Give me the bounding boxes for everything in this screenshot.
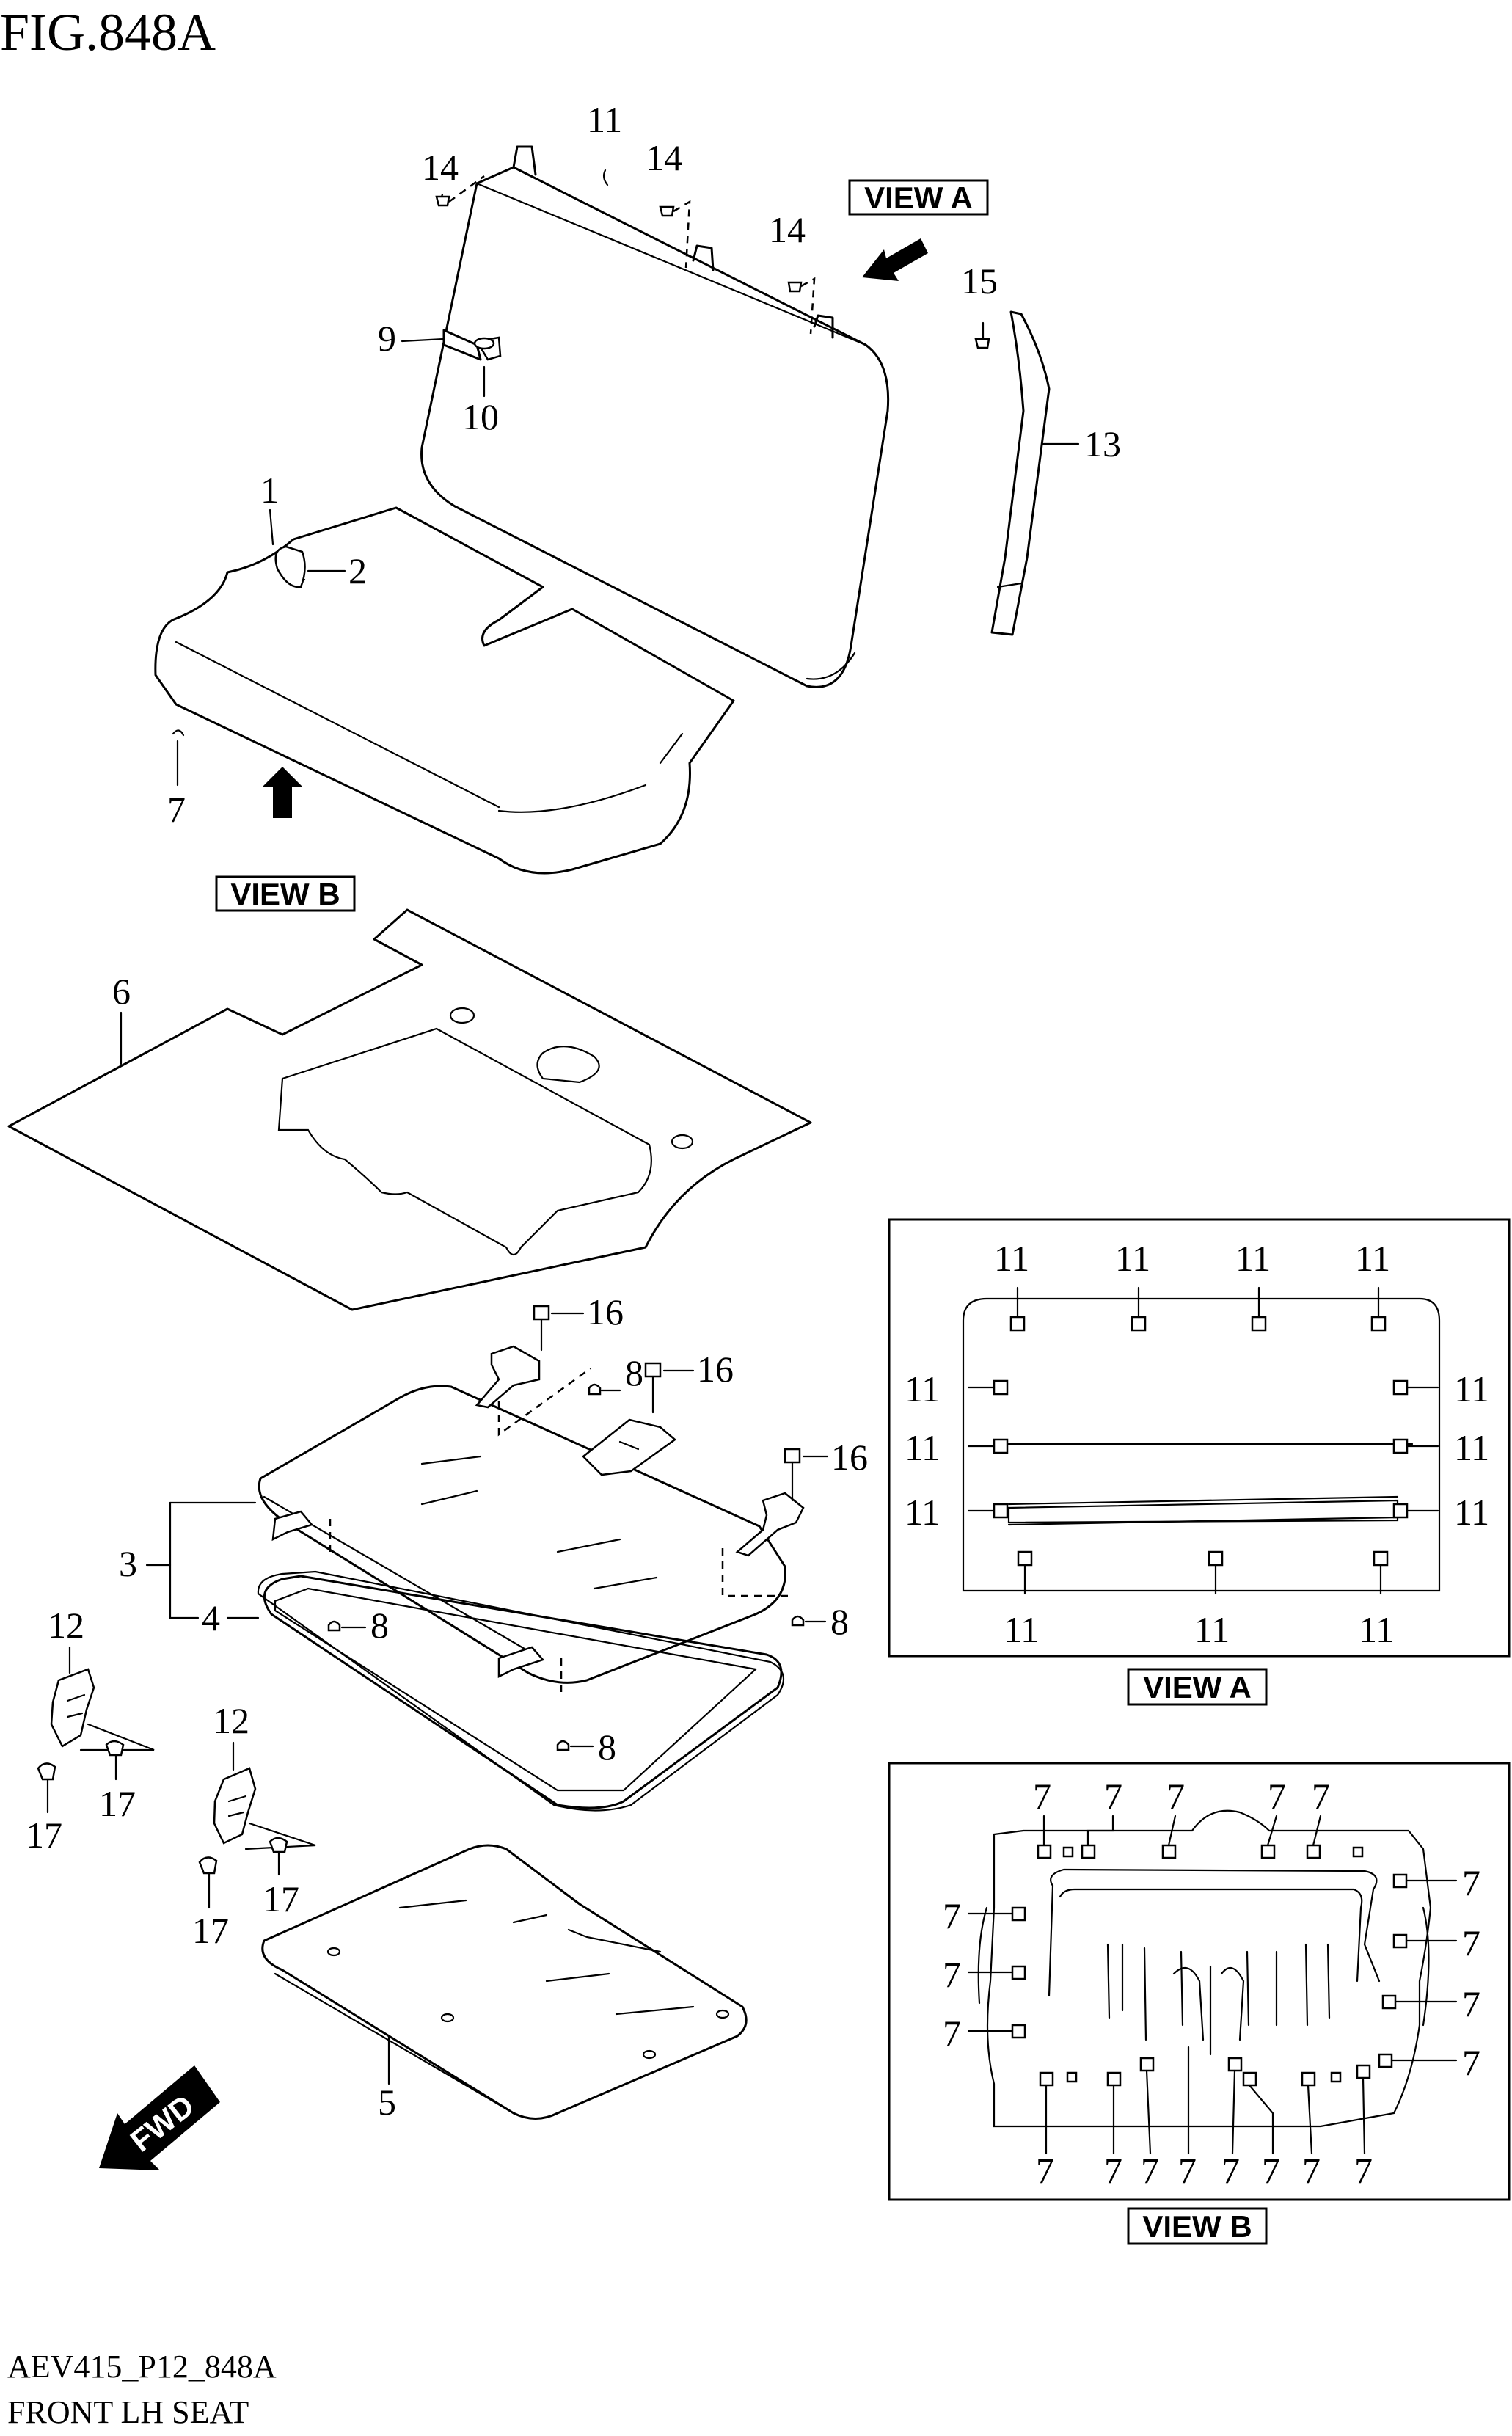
callout-7-cushion: 7	[167, 789, 186, 830]
callout-11-top: 11	[587, 99, 622, 140]
bracket-middle	[213, 1767, 316, 1850]
view-b-tag-upper: VIEW B	[230, 877, 340, 911]
callout-3: 3	[119, 1543, 137, 1584]
bracket-left	[50, 1668, 155, 1751]
va-11-9: 11	[905, 1492, 940, 1533]
lower-cover	[261, 1844, 748, 2120]
footer-name: FRONT LH SEAT	[7, 2394, 249, 2430]
va-11-5: 11	[905, 1368, 940, 1410]
vb-7-7: 7	[943, 1954, 961, 1995]
vb-7-10: 7	[1462, 1922, 1480, 1963]
va-11-11: 11	[1004, 1609, 1039, 1650]
vb-7-4: 7	[1268, 1776, 1286, 1817]
callout-17-c: 17	[192, 1910, 229, 1951]
vb-7-8: 7	[943, 2013, 961, 2054]
callout-16-b: 16	[697, 1349, 734, 1390]
fwd-arrow-icon: FWD	[99, 2065, 220, 2170]
callout-8-b: 8	[370, 1605, 389, 1646]
callout-13: 13	[1084, 423, 1121, 464]
callout-5: 5	[378, 2082, 396, 2123]
va-11-4: 11	[1355, 1238, 1390, 1279]
view-b-tag-box-upper	[215, 875, 356, 912]
view-b-label: VIEW B	[1142, 2209, 1252, 2244]
view-a-label-box	[1127, 1668, 1268, 1706]
vb-7-17: 7	[1221, 2150, 1240, 2191]
seat-pan	[258, 1345, 805, 1695]
figure-title: FIG.848A	[0, 3, 216, 62]
vb-7-19: 7	[1302, 2150, 1321, 2191]
callout-6: 6	[112, 971, 131, 1012]
vb-7-11: 7	[1462, 1983, 1480, 2024]
vb-7-16: 7	[1178, 2150, 1197, 2191]
view-a-tag-box	[848, 179, 989, 216]
va-11-2: 11	[1115, 1238, 1150, 1279]
callout-8-c: 8	[830, 1601, 849, 1642]
view-a-arrow-icon	[862, 238, 928, 281]
callout-16-c: 16	[831, 1437, 868, 1478]
view-b-arrow-icon	[263, 767, 302, 818]
callout-15: 15	[961, 260, 998, 302]
callout-9: 9	[378, 318, 396, 359]
seat-cushion	[154, 506, 735, 875]
vb-7-5: 7	[1312, 1776, 1330, 1817]
callout-12-b: 12	[213, 1700, 249, 1741]
callout-10: 10	[462, 396, 499, 437]
callout-12-a: 12	[48, 1605, 84, 1646]
vb-7-1: 7	[1033, 1776, 1051, 1817]
callout-8-d: 8	[598, 1726, 616, 1768]
view-b-label-box	[1127, 2207, 1268, 2245]
vb-7-15: 7	[1141, 2150, 1159, 2191]
view-b-detail	[888, 1762, 1511, 2201]
callout-14-b: 14	[646, 137, 682, 178]
va-11-6: 11	[1454, 1368, 1489, 1410]
vb-7-13: 7	[1036, 2150, 1054, 2191]
vb-7-9: 7	[1462, 1862, 1480, 1903]
callout-8-a: 8	[625, 1352, 643, 1393]
footer-code: AEV415_P12_848A	[7, 2349, 277, 2385]
callout-1: 1	[260, 470, 279, 511]
seat-back	[420, 145, 890, 688]
vb-7-18: 7	[1262, 2150, 1280, 2191]
floor-mat	[7, 908, 812, 1311]
callout-2: 2	[348, 550, 367, 591]
side-trim	[990, 310, 1051, 636]
va-11-10: 11	[1454, 1492, 1489, 1533]
va-11-13: 11	[1359, 1609, 1394, 1650]
view-a-label: VIEW A	[1143, 1670, 1252, 1704]
view-a-tag: VIEW A	[864, 180, 973, 215]
callout-14-c: 14	[769, 209, 806, 250]
callout-17-b: 17	[99, 1783, 136, 1824]
va-11-3: 11	[1235, 1238, 1271, 1279]
va-11-8: 11	[1454, 1427, 1489, 1468]
vb-7-12: 7	[1462, 2042, 1480, 2083]
vb-7-20: 7	[1354, 2150, 1373, 2191]
va-11-7: 11	[905, 1427, 940, 1468]
callout-17-d: 17	[263, 1878, 299, 1919]
vb-7-14: 7	[1104, 2150, 1122, 2191]
callout-4: 4	[202, 1597, 220, 1638]
vb-7-3: 7	[1166, 1776, 1185, 1817]
vb-7-6: 7	[943, 1895, 961, 1936]
callout-16-a: 16	[587, 1291, 624, 1332]
callout-17-a: 17	[26, 1815, 62, 1856]
va-11-12: 11	[1194, 1609, 1230, 1650]
vb-7-2: 7	[1104, 1776, 1122, 1817]
view-a-detail	[888, 1218, 1511, 1658]
callout-14-a: 14	[422, 147, 459, 188]
va-11-1: 11	[994, 1238, 1029, 1279]
